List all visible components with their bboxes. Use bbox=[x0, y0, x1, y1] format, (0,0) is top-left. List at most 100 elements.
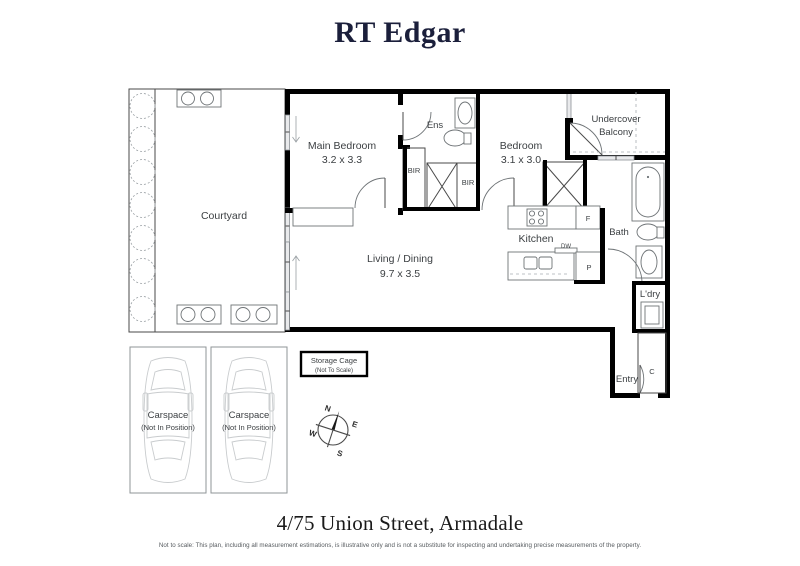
planter-pot-icon bbox=[200, 91, 214, 106]
bathroom-label: Bath bbox=[609, 227, 629, 238]
wall-laundry-left bbox=[632, 281, 636, 331]
kitchen-label: Kitchen bbox=[518, 233, 553, 245]
bath-window-group bbox=[597, 155, 635, 161]
wall-right-exterior bbox=[665, 155, 670, 398]
toilet-bowl-icon bbox=[443, 129, 467, 147]
compass-needles bbox=[315, 410, 351, 448]
b2-robe-cross-icon bbox=[542, 161, 586, 211]
wall-b2-win-top bbox=[565, 89, 573, 94]
kitchen-group: F DW P Kitchen bbox=[507, 205, 605, 284]
ensuite-group: Ens bbox=[427, 94, 480, 164]
sliding-door-panel bbox=[285, 207, 290, 243]
sliding-doors-courtyard bbox=[285, 114, 300, 331]
shrub-icon bbox=[129, 192, 156, 218]
carspace-2-label: Carspace bbox=[229, 410, 270, 421]
basin-icon bbox=[457, 101, 473, 125]
wall-bottom-living bbox=[285, 327, 615, 332]
wall-entry-bottom-left bbox=[610, 393, 640, 398]
wall-robes-left bbox=[403, 145, 407, 210]
shrub-icon bbox=[129, 258, 156, 284]
dishwasher-space bbox=[554, 247, 578, 254]
front-door-arc bbox=[639, 364, 645, 394]
bedroom-2-robe-group bbox=[542, 160, 587, 212]
storage-cage-box bbox=[299, 350, 369, 378]
toilet-cistern-icon bbox=[463, 132, 472, 145]
carspace-1-note: (Not In Position) bbox=[141, 423, 195, 432]
dishwasher-label: DW bbox=[561, 244, 571, 250]
burner-icon bbox=[537, 210, 545, 217]
wall-laundry-top bbox=[632, 281, 666, 285]
laundry-basin-icon bbox=[644, 305, 660, 325]
compass-east-label: E bbox=[351, 420, 359, 430]
bedroom-2-window bbox=[566, 91, 572, 121]
shrub-icon bbox=[129, 296, 156, 322]
car-icon bbox=[223, 357, 275, 483]
planter-pot-icon bbox=[235, 307, 251, 322]
sink-bowl-icon bbox=[538, 256, 553, 270]
wall-b2-robe-right bbox=[583, 160, 587, 212]
compass-ew-line bbox=[315, 423, 351, 437]
bir-2-label: BIR bbox=[462, 178, 475, 187]
shower-cross-icon bbox=[426, 162, 458, 211]
compass-south-line bbox=[326, 429, 334, 448]
compass-north-label: N bbox=[324, 403, 332, 413]
wall-kitchen-bottom bbox=[574, 280, 605, 284]
wall-kitchen-right-b bbox=[600, 252, 605, 284]
sliding-door-panel bbox=[285, 241, 290, 293]
bedroom-2-label: Bedroom bbox=[500, 140, 543, 152]
built-in-bench bbox=[292, 207, 354, 227]
planter-box-top bbox=[176, 89, 222, 108]
planter-box-bottom-right bbox=[230, 304, 278, 325]
wall-b2-robe-left bbox=[543, 160, 547, 212]
wall-ens-right bbox=[476, 94, 480, 164]
entry-label: Entry bbox=[616, 374, 638, 385]
robes-group: BIR BIR bbox=[402, 145, 480, 211]
laundry-group: L'dry bbox=[632, 281, 666, 333]
cupboard-label: C bbox=[649, 367, 655, 376]
wall-left-b bbox=[285, 150, 290, 208]
compass-west-label: W bbox=[308, 428, 318, 439]
wall-robes-right bbox=[476, 163, 480, 211]
wall-left-a bbox=[285, 89, 290, 115]
shrub-icon bbox=[129, 225, 156, 251]
living-dining-label: Living / Dining bbox=[367, 253, 433, 265]
carspace-1-label: Carspace bbox=[148, 410, 189, 421]
main-bedroom-group: Main Bedroom 3.2 x 3.3 bbox=[285, 89, 432, 227]
wall-top-balcony bbox=[577, 89, 669, 94]
storage-cage-group: Storage Cage (Not To Scale) bbox=[299, 350, 369, 378]
compass-south-label: S bbox=[336, 449, 344, 459]
basin-icon bbox=[640, 249, 658, 275]
balcony-label-line1: Undercover bbox=[591, 114, 640, 125]
courtyard-shrubs bbox=[129, 93, 156, 322]
pantry-label: P bbox=[586, 263, 591, 272]
bedroom-2-door-arc bbox=[481, 177, 515, 211]
wall-laundry-bottom bbox=[632, 329, 666, 333]
bathtub-plug-icon bbox=[646, 175, 650, 179]
bathtub-icon bbox=[635, 166, 661, 218]
shrub-icon bbox=[129, 159, 156, 185]
ensuite-door-arc bbox=[402, 111, 432, 141]
address-title: 4/75 Union Street, Armadale bbox=[276, 511, 524, 535]
laundry-label: L'dry bbox=[640, 289, 661, 300]
bathroom-door-arc bbox=[607, 248, 643, 284]
compass-rose: N E S W bbox=[308, 403, 360, 458]
burner-icon bbox=[537, 218, 545, 225]
balcony-door-leaf-hidden bbox=[569, 122, 603, 156]
undercover-balcony-group: Undercover Balcony bbox=[573, 92, 665, 153]
wall-entry-left bbox=[610, 327, 615, 393]
slide-direction-arrow bbox=[292, 116, 300, 143]
ensuite-label: Ens bbox=[427, 120, 444, 131]
disclaimer-text: Not to scale: This plan, including all m… bbox=[158, 542, 642, 549]
wall-mb-right-mid bbox=[398, 135, 403, 145]
toilet-cistern-icon bbox=[656, 226, 665, 239]
carspaces-group: Carspace (Not In Position) Carspace (Not… bbox=[129, 346, 288, 494]
planter-box-bottom-left bbox=[176, 304, 222, 325]
car-icon bbox=[142, 357, 194, 483]
carspace-2-bay bbox=[210, 346, 288, 494]
bedroom-2-dimensions: 3.1 x 3.0 bbox=[501, 154, 541, 166]
wall-entry-bottom-right bbox=[658, 393, 670, 398]
wall-mb-bottom-stub bbox=[285, 208, 293, 213]
storage-cage-label: Storage Cage bbox=[311, 356, 357, 365]
